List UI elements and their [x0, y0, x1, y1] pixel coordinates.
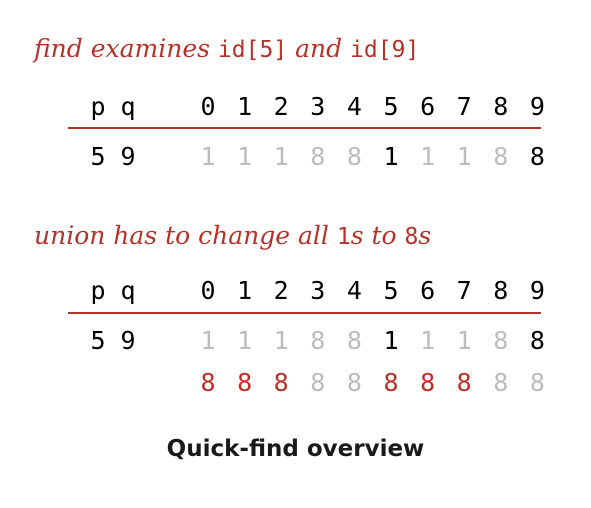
cell-2: 1 [273, 142, 289, 171]
cell-7: 8 [456, 368, 472, 397]
cell-1: 1 [237, 142, 253, 171]
cell-9: 8 [529, 142, 545, 171]
find-title: find examines id[5] and id[9] [34, 34, 420, 63]
index-3: 3 [310, 276, 326, 305]
index-2: 2 [273, 276, 289, 305]
figure-caption: Quick-find overview [166, 436, 425, 462]
index-3: 3 [310, 92, 326, 121]
index-6: 6 [420, 276, 436, 305]
index-8: 8 [493, 276, 509, 305]
union-title: union has to change all 1s to 8s [34, 221, 432, 250]
p-label: p [90, 92, 106, 121]
cell-9: 8 [529, 368, 545, 397]
index-1: 1 [237, 92, 253, 121]
index-4: 4 [346, 276, 362, 305]
header-rule [68, 127, 541, 129]
cell-3: 8 [310, 142, 326, 171]
cell-4: 8 [346, 326, 362, 355]
index-2: 2 [273, 92, 289, 121]
cell-0: 8 [200, 368, 216, 397]
cell-6: 8 [420, 368, 436, 397]
cell-1: 1 [237, 326, 253, 355]
cell-7: 1 [456, 326, 472, 355]
q-value: 9 [120, 326, 136, 355]
index-7: 7 [456, 92, 472, 121]
index-8: 8 [493, 92, 509, 121]
index-0: 0 [200, 92, 216, 121]
cell-5: 8 [383, 368, 399, 397]
q-value: 9 [120, 142, 136, 171]
cell-4: 8 [346, 142, 362, 171]
q-label: q [120, 276, 136, 305]
index-9: 9 [529, 276, 545, 305]
index-5: 5 [383, 92, 399, 121]
cell-0: 1 [200, 142, 216, 171]
index-7: 7 [456, 276, 472, 305]
cell-2: 8 [273, 368, 289, 397]
index-6: 6 [420, 92, 436, 121]
index-4: 4 [346, 92, 362, 121]
cell-4: 8 [346, 368, 362, 397]
cell-8: 8 [493, 142, 509, 171]
cell-5: 1 [383, 142, 399, 171]
index-5: 5 [383, 276, 399, 305]
cell-8: 8 [493, 368, 509, 397]
p-label: p [90, 276, 106, 305]
cell-9: 8 [529, 326, 545, 355]
index-1: 1 [237, 276, 253, 305]
cell-5: 1 [383, 326, 399, 355]
cell-7: 1 [456, 142, 472, 171]
cell-6: 1 [420, 326, 436, 355]
index-9: 9 [529, 92, 545, 121]
cell-0: 1 [200, 326, 216, 355]
cell-8: 8 [493, 326, 509, 355]
p-value: 5 [90, 326, 106, 355]
index-0: 0 [200, 276, 216, 305]
cell-6: 1 [420, 142, 436, 171]
header-rule [68, 312, 541, 314]
cell-3: 8 [310, 368, 326, 397]
cell-1: 8 [237, 368, 253, 397]
p-value: 5 [90, 142, 106, 171]
q-label: q [120, 92, 136, 121]
cell-3: 8 [310, 326, 326, 355]
cell-2: 1 [273, 326, 289, 355]
